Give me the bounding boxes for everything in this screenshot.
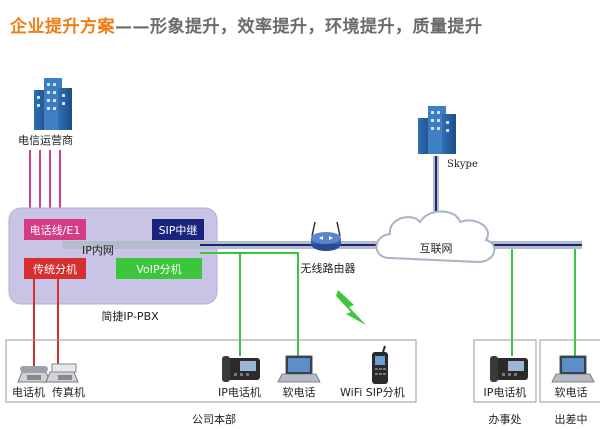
router-label: 无线路由器: [301, 261, 356, 275]
hq-frame: [5, 339, 417, 403]
ip-phone-office-icon: [490, 356, 528, 382]
softphone-travel-label: 软电话: [555, 385, 588, 399]
hq-location-label: 公司本部: [192, 412, 236, 426]
ip-phone-office-label: IP电话机: [484, 385, 527, 399]
legacy-lines: [33, 279, 59, 368]
ip-phone-hq-label: IP电话机: [218, 385, 261, 399]
wifi-sip-label: WiFi SIP分机: [340, 385, 405, 399]
carrier-label: 电信运营商: [18, 133, 73, 147]
title-main: 企业提升方案: [10, 17, 115, 37]
laptop-travel-icon: [551, 355, 595, 383]
legacy-ext-box: [24, 258, 86, 279]
phone-icon: [17, 366, 51, 383]
phone-label: 电话机: [12, 385, 45, 399]
title-sub: 形象提升，效率提升，环境提升，质量提升: [150, 17, 483, 37]
legacy-ext-box-label: 传统分机: [33, 262, 77, 276]
voip-ext-box: [116, 258, 202, 279]
pbx-lan-label: IP内网: [82, 243, 114, 257]
laptop-icon: [277, 355, 321, 383]
e1-box-label: 电话线/E1: [30, 223, 81, 237]
wifi-handset-icon: [372, 345, 388, 384]
voip-lines: [200, 249, 576, 356]
title-dash: ——: [115, 17, 150, 37]
e1-box: [24, 219, 86, 240]
internet-label: 互联网: [420, 242, 453, 255]
skype-building-icon: [418, 106, 456, 154]
voip-ext-box-label: VoIP分机: [136, 262, 181, 276]
travel-frame: [539, 339, 600, 403]
sip-trunk-box-label: SIP中继: [159, 224, 198, 237]
internet-cloud-icon: [375, 210, 496, 264]
office-location-label: 办事处: [489, 413, 522, 426]
pbx-name-label: 简捷IP-PBX: [101, 309, 159, 323]
skype-label: Skype: [447, 159, 478, 170]
wireless-signal-icon: [336, 290, 366, 325]
fax-icon: [45, 363, 79, 383]
page-title: 企业提升方案——形象提升，效率提升，环境提升，质量提升: [10, 12, 483, 37]
wireless-router-icon: [311, 221, 341, 251]
sip-trunk-box: [152, 219, 204, 240]
travel-location-label: 出差中: [555, 412, 588, 426]
softphone-hq-label: 软电话: [283, 385, 316, 399]
carrier-building-icon: [34, 78, 72, 130]
fax-label: 传真机: [52, 385, 85, 399]
ip-phone-icon: [222, 356, 260, 382]
office-frame: [473, 339, 537, 403]
